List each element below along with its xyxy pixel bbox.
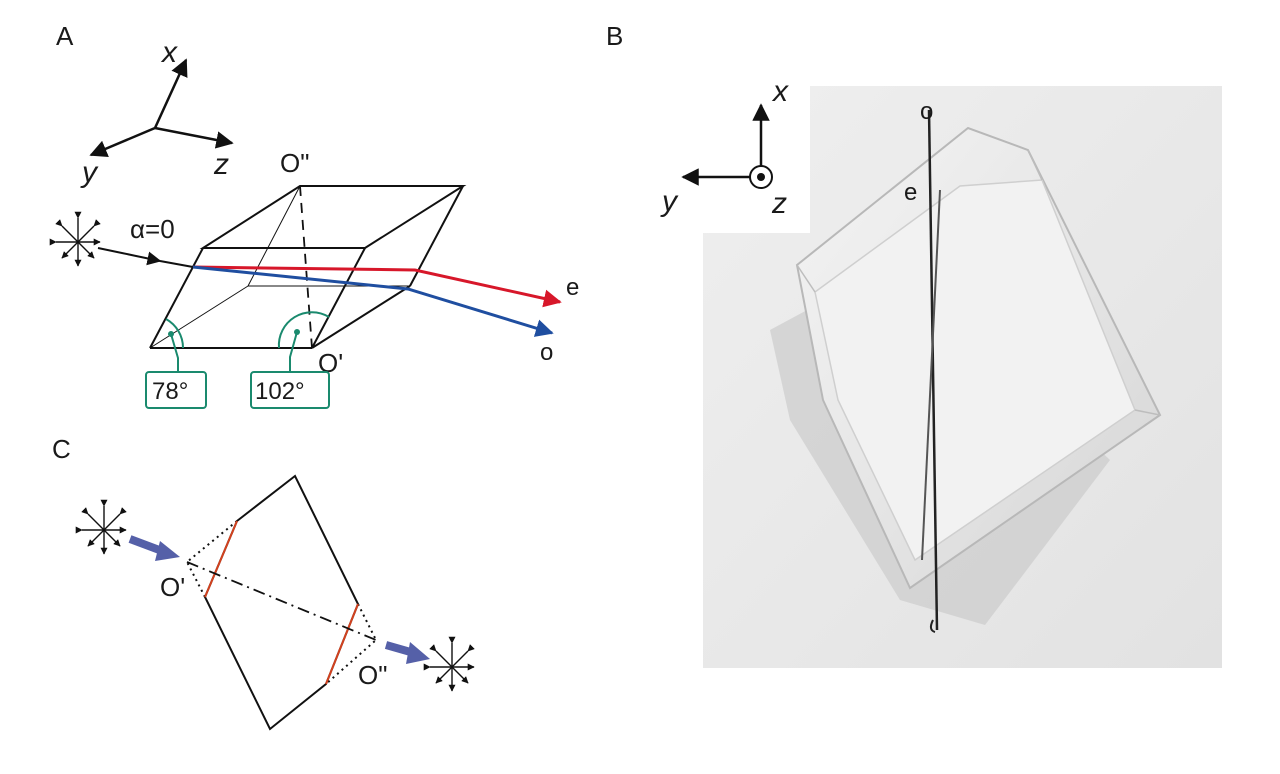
e-ray-label: e: [566, 274, 579, 301]
reference-line-e: [921, 189, 941, 561]
crystal-top-face: [199, 185, 467, 249]
panel-a-label: A: [56, 21, 74, 51]
y-axis-label: y: [660, 185, 679, 218]
z-axis-arrow: [154, 126, 234, 149]
optic-plane-left: [204, 520, 238, 598]
input-unpolarized-icon: [75, 499, 127, 555]
crystal-edge: [311, 285, 411, 349]
input-beam-arrow: [128, 535, 180, 561]
point-o-prime-label: O': [160, 572, 185, 602]
line-end-mark: [929, 619, 936, 633]
crystal-facet-line: [796, 264, 816, 293]
optic-plane-right: [325, 603, 359, 685]
crystal-rhombohedron: [149, 185, 467, 349]
incident-beam: [97, 247, 162, 266]
x-axis-arrow: [153, 58, 188, 129]
angle-78-label: 78°: [152, 378, 188, 405]
output-unpolarized-icon: [423, 636, 475, 692]
z-axis-label: z: [213, 148, 229, 181]
crystal-facet-line: [1027, 149, 1043, 181]
panel-c-label: C: [52, 434, 71, 464]
x-axis-label: x: [771, 75, 789, 108]
angle-marker-78: [145, 318, 207, 409]
z-axis-dot: [757, 173, 765, 181]
o-ray-label: o: [540, 339, 553, 366]
angle-102-label: 102°: [255, 378, 305, 405]
photo-e-label: e: [904, 179, 917, 206]
photo-o-label: o: [920, 98, 933, 125]
crystal-facet-line: [1134, 409, 1161, 416]
y-axis-arrow: [89, 126, 156, 157]
panel-b-axes: x y z: [660, 75, 789, 220]
panel-b-label: B: [606, 21, 623, 51]
unpolarized-light-icon: [49, 211, 101, 267]
panel-b: B o e x y z: [606, 21, 1222, 668]
dotted-corner-left: [185, 520, 238, 598]
crystal-edge: [149, 247, 204, 349]
incident-beam-tail: [159, 260, 194, 268]
point-o-double-label: O": [358, 660, 387, 690]
reference-line-o: [927, 109, 939, 631]
dotted-corner-right: [325, 603, 378, 685]
panel-c: C O: [52, 434, 475, 731]
crystal-cross-section: [203, 474, 360, 731]
panel-a: A x y z α=0: [49, 21, 579, 409]
output-beam-arrow: [384, 641, 430, 664]
extraordinary-ray: [192, 265, 562, 308]
crystal-hidden-edge: [247, 185, 301, 287]
point-o-prime-label: O': [318, 348, 343, 378]
point-o-double-label: O": [280, 148, 309, 178]
y-axis-label: y: [80, 156, 99, 189]
optic-axis-dashdot: [186, 561, 377, 641]
z-axis-label: z: [771, 187, 787, 220]
panel-a-axes: x y z: [80, 36, 234, 189]
crystal-edge: [311, 247, 366, 349]
angle-marker-102: [250, 311, 330, 409]
incidence-angle-label: α=0: [130, 214, 175, 244]
crystal-hidden-edge: [149, 285, 249, 349]
x-axis-label: x: [160, 36, 178, 69]
ordinary-ray: [192, 265, 554, 337]
